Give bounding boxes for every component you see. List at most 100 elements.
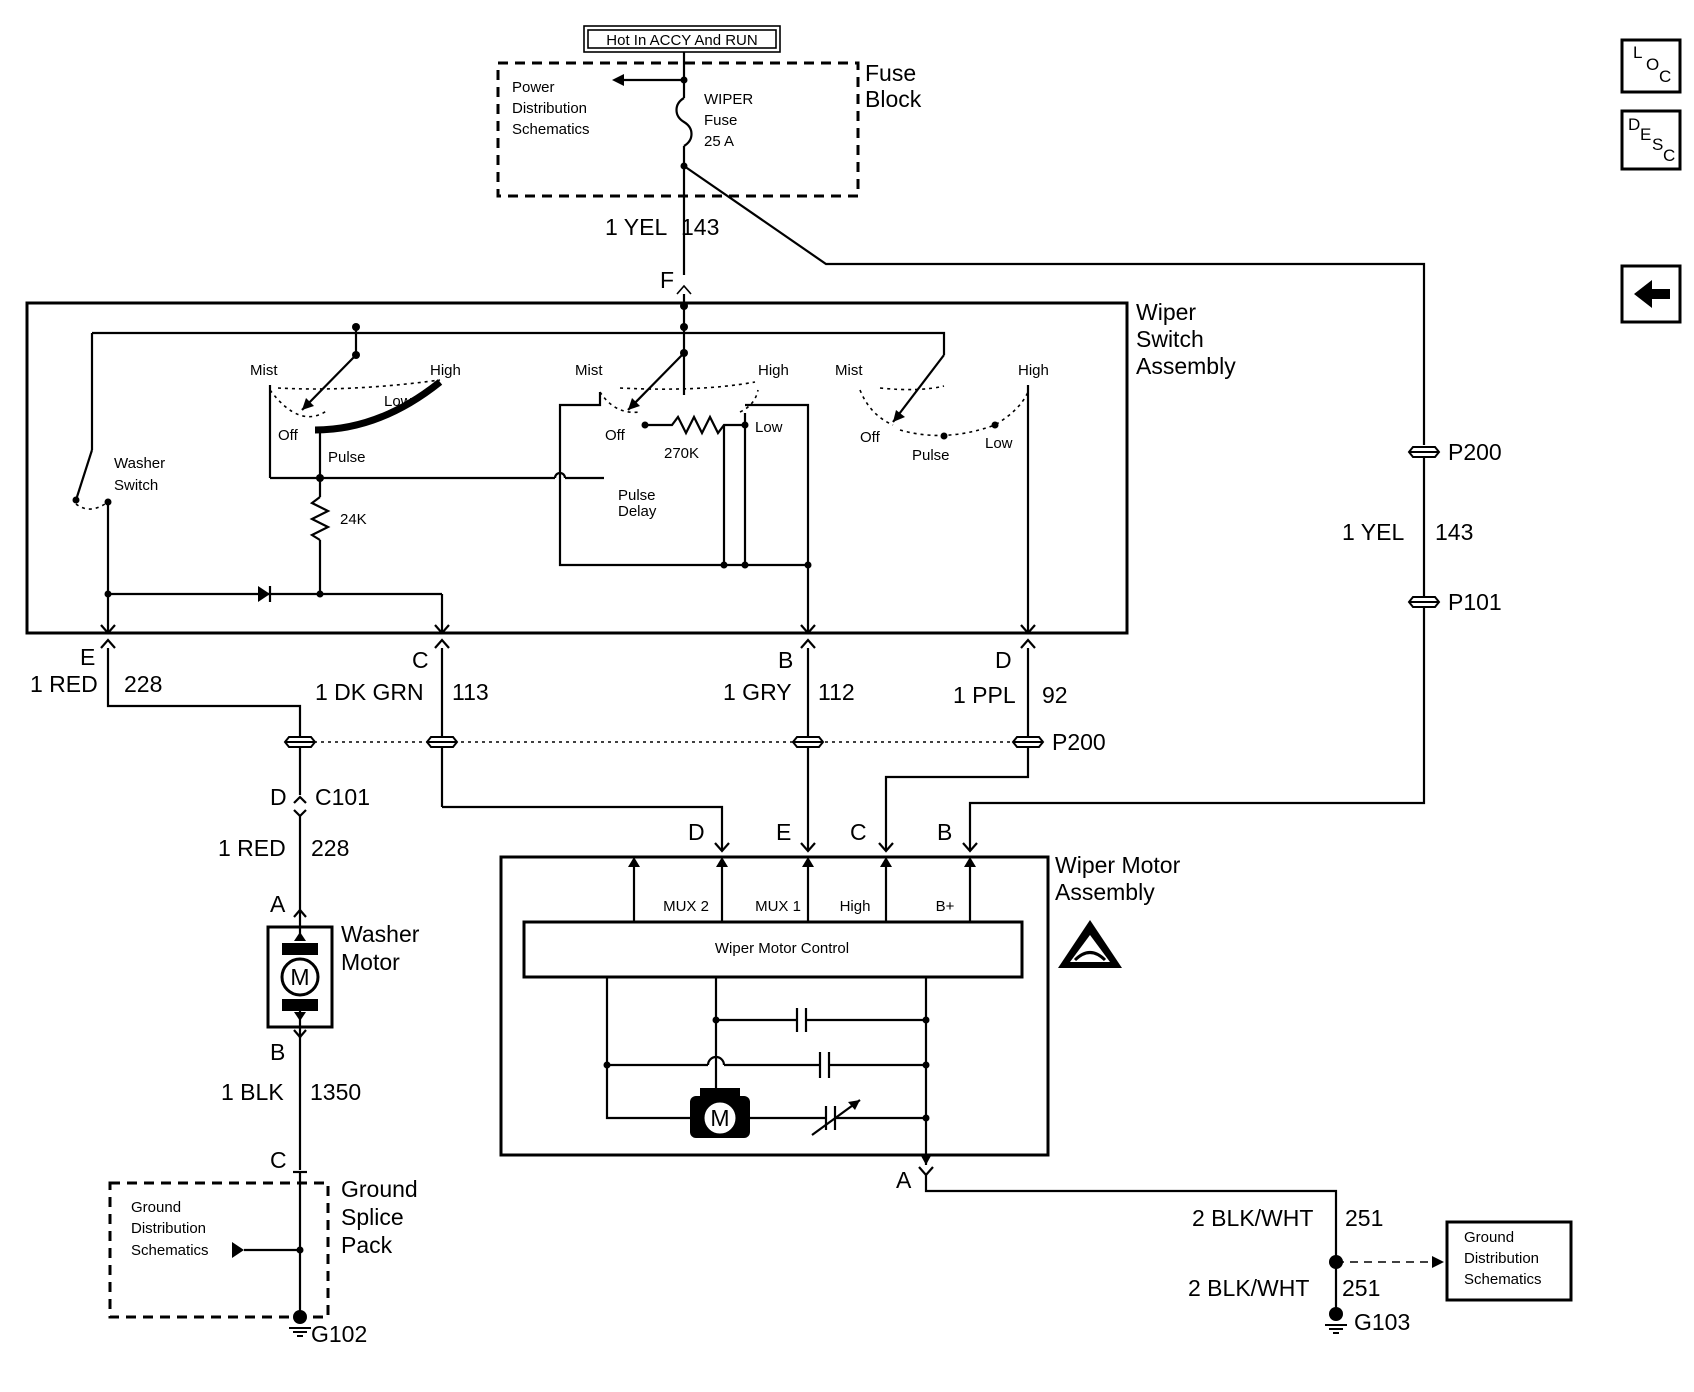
svg-text:Switch: Switch <box>114 477 158 494</box>
c101-pin: D <box>270 784 287 810</box>
washer-switch-label: Washer <box>114 455 165 472</box>
washer-motor-m: M <box>290 964 309 990</box>
g102-label: G102 <box>311 1321 367 1347</box>
p200-connector-icon <box>284 736 316 748</box>
loc-c: C <box>1659 67 1671 86</box>
sw1-pulse: Pulse <box>328 449 366 466</box>
high-label: High <box>840 898 871 915</box>
ground-g103-icon <box>1324 1324 1348 1334</box>
pin-b: B <box>778 647 793 673</box>
ground-g102-icon <box>288 1327 312 1337</box>
sw3-mist: Mist <box>835 362 863 379</box>
gnd-wire-circuit-1: 251 <box>1345 1205 1383 1231</box>
splice-pin-c: C <box>270 1147 287 1173</box>
fuse-icon <box>675 97 693 147</box>
arrow-right-icon-2 <box>1432 1256 1444 1268</box>
c101-label: C101 <box>315 784 370 810</box>
motor-ground: A 2 BLK/WHT 251 2 BLK/WHT 251 G103 Groun… <box>896 1166 1573 1335</box>
wiper-motor-control-label: Wiper Motor Control <box>715 940 849 957</box>
pulse-delay-label: Pulse <box>618 487 656 504</box>
svg-text:Distribution: Distribution <box>131 1220 206 1237</box>
motor-pin-a: A <box>896 1167 912 1193</box>
hot-label: Hot In ACCY And RUN <box>583 25 781 53</box>
pin-d: D <box>995 647 1012 673</box>
sw2-mist: Mist <box>575 362 603 379</box>
resistor-270k-icon <box>645 414 745 436</box>
sw3-pulse: Pulse <box>912 447 950 464</box>
blk-wire-color: 1 BLK <box>221 1079 284 1105</box>
sw2-low: Low <box>755 419 783 436</box>
right-wire-color: 1 YEL <box>1342 519 1404 545</box>
ground-dist-right: Ground <box>1464 1229 1514 1246</box>
desc-c: C <box>1663 146 1675 165</box>
power-dist-text: Power <box>512 79 555 96</box>
pin-f: F <box>660 267 674 293</box>
wire-c-circuit: 113 <box>452 679 489 705</box>
wiper-motor-title: Wiper Motor <box>1055 852 1181 878</box>
svg-text:Assembly: Assembly <box>1136 353 1236 379</box>
motor-pin-b: B <box>937 819 952 845</box>
wiper-switch-title: Wiper <box>1136 299 1196 325</box>
ground-dist-left: Ground <box>131 1199 181 1216</box>
svg-text:Delay: Delay <box>618 503 657 520</box>
desc-button[interactable]: D E S C <box>1620 109 1682 171</box>
wiper-fuse-label: WIPER <box>704 91 753 108</box>
wire-b-circuit: 112 <box>818 679 855 705</box>
desc-e: E <box>1640 125 1651 144</box>
motor-pin-c: C <box>850 819 867 845</box>
p101-label: P101 <box>1448 589 1502 615</box>
washer-pin-a: A <box>270 891 286 917</box>
arrow-left-icon <box>612 74 624 86</box>
svg-text:Distribution: Distribution <box>1464 1250 1539 1267</box>
gnd-wire-circuit-2: 251 <box>1342 1275 1380 1301</box>
ground-splice-pack <box>108 1181 330 1319</box>
washer-motor-title: Washer <box>341 921 420 947</box>
back-button[interactable] <box>1620 264 1682 324</box>
sw1-mist: Mist <box>250 362 278 379</box>
p200-upper-connector-icon <box>1408 446 1440 458</box>
washer-wire-color: 1 RED <box>218 835 286 861</box>
svg-text:Fuse: Fuse <box>704 112 737 129</box>
pin-c: C <box>412 647 429 673</box>
resistor-270k-label: 270K <box>664 445 699 462</box>
svg-text:Schematics: Schematics <box>131 1242 209 1259</box>
resistor-24k-icon <box>309 496 331 541</box>
gnd-wire-color-1: 2 BLK/WHT <box>1192 1205 1313 1231</box>
p200-label-lower: P200 <box>1052 729 1106 755</box>
wiper-switch-assembly: Wiper Switch Assembly Mist High Low Off … <box>25 294 1236 635</box>
fuse-block-title-2: Block <box>865 86 922 112</box>
desc-s: S <box>1652 135 1663 154</box>
wire-e-circuit: 228 <box>124 671 162 697</box>
wire-c-color: 1 DK GRN <box>315 679 424 705</box>
svg-text:Assembly: Assembly <box>1055 879 1155 905</box>
motor-pin-e: E <box>776 819 791 845</box>
wire-d-circuit: 92 <box>1042 682 1068 708</box>
gnd-wire-color-2: 2 BLK/WHT <box>1188 1275 1309 1301</box>
washer-pin-b: B <box>270 1039 285 1065</box>
svg-text:Switch: Switch <box>1136 326 1204 352</box>
arrow-right-icon <box>232 1242 244 1258</box>
wire-b-color: 1 GRY <box>723 679 792 705</box>
loc-button[interactable]: L O C <box>1620 38 1682 94</box>
svg-text:Motor: Motor <box>341 949 400 975</box>
bplus-label: B+ <box>936 898 955 915</box>
fuse-block: Fuse Block Power Distribution Schematics… <box>496 52 1426 445</box>
wire-d-color: 1 PPL <box>953 682 1016 708</box>
loc-o: O <box>1646 55 1659 74</box>
fuse-block-title: Fuse <box>865 60 916 86</box>
sw3-high: High <box>1018 362 1049 379</box>
back-arrow-icon <box>1634 280 1670 308</box>
wire-e-color: 1 RED <box>30 671 98 697</box>
sw2-high: High <box>758 362 789 379</box>
pin-e: E <box>80 644 95 670</box>
wiper-motor-assembly: D E C B Wiper Motor Assembly MUX 2 MUX 1… <box>499 819 1181 1165</box>
mux2-label: MUX 2 <box>663 898 709 915</box>
washer-wire-circuit: 228 <box>311 835 349 861</box>
loc-l: L <box>1633 43 1642 62</box>
hot-label-text: Hot In ACCY And RUN <box>606 32 757 49</box>
sw3-off: Off <box>860 429 881 446</box>
feed-wire-circuit: 143 <box>681 214 719 240</box>
svg-text:Schematics: Schematics <box>1464 1271 1542 1288</box>
svg-text:Pack: Pack <box>341 1232 393 1258</box>
